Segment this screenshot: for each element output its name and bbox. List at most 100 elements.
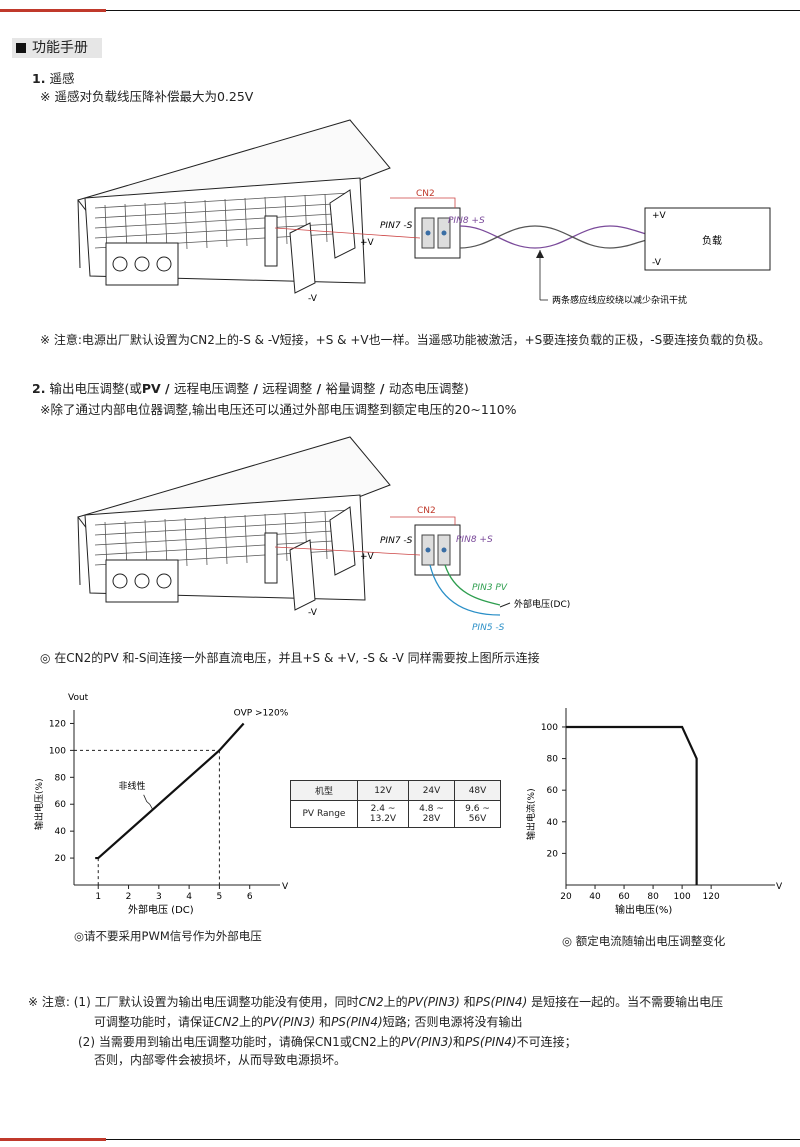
note1-text: 是短接在一起的。当不需要输出电压 — [527, 995, 724, 1009]
cn2-connector-1 — [414, 207, 461, 259]
y-tick-label: 60 — [55, 800, 67, 810]
bottom-rule — [0, 1139, 800, 1140]
s2-number: 2. — [32, 381, 46, 396]
series-line — [566, 725, 698, 885]
s1-footnote: ※ 注意:电源出厂默认设置为CN2上的-S & -V短接，+S & +V也一样。… — [40, 333, 771, 347]
callout-line — [274, 227, 421, 239]
chart1-caption: ◎请不要采用PWM信号作为外部电压 — [74, 929, 262, 943]
minus-v-label: -V — [308, 294, 318, 304]
x-tick-label: 80 — [647, 892, 659, 902]
x-unit-label: V — [282, 882, 289, 892]
y-tick-label: 20 — [547, 849, 559, 859]
s2-title-part: / — [375, 381, 389, 396]
note2-number: (2) — [78, 1035, 95, 1049]
table-row: PV Range 2.4 ~ 13.2V 4.8 ~ 28V 9.6 ~ 56V — [290, 800, 501, 828]
x-unit-label: V — [776, 882, 783, 892]
note1-text: PS(PIN4) — [475, 995, 528, 1009]
plus-v-label: +V — [360, 552, 375, 562]
x-tick-label: 60 — [618, 892, 630, 902]
pin8-label: PIN8 +S — [456, 535, 493, 545]
psu-illustration-1 — [77, 119, 391, 294]
note1-text: 可调整功能时，请保证 — [94, 1015, 215, 1029]
note2-text: PS(PIN4) — [465, 1035, 517, 1049]
nonlinear-annotation: 非线性 — [119, 780, 146, 792]
vout-vs-external-voltage-chart: Vout 输出电压(%) 外部电压 (DC) V 204060801001201… — [33, 693, 289, 916]
cn2-label: CN2 — [416, 189, 435, 199]
pv-wire — [444, 564, 501, 606]
section-header: 功能手册 — [12, 38, 102, 58]
x-tick-label: 5 — [217, 892, 223, 902]
y-tick-label: 80 — [55, 773, 67, 783]
note1-number: (1) — [73, 995, 91, 1009]
x-axis-label: 外部电压 (DC) — [128, 903, 194, 916]
y-axis-label: 输出电流(%) — [525, 788, 537, 840]
table-cell: 2.4 ~ 13.2V — [357, 800, 409, 828]
note1-line2: 可调整功能时，请保证CN2上的PV(PIN3) 和PS(PIN4)短路; 否则电… — [94, 1013, 523, 1030]
pin7-label: PIN7 -S — [380, 221, 413, 231]
y-tick-label: 40 — [547, 818, 559, 828]
note1-text: 工厂默认设置为输出电压调整功能没有使用，同时 — [94, 995, 359, 1009]
pin8-label: PIN8 +S — [448, 216, 485, 226]
note1-text: 上的 — [383, 995, 408, 1009]
callout-line — [390, 197, 456, 208]
psu-illustration-2 — [77, 436, 391, 611]
y-tick-label: 100 — [541, 723, 558, 733]
ovp-annotation: OVP >120% — [234, 708, 289, 718]
y-top-label: Vout — [68, 693, 89, 703]
x-tick-label: 3 — [156, 892, 162, 902]
cn2-connector-2 — [414, 524, 461, 576]
note1-text: PV(PIN3) — [407, 995, 460, 1009]
x-tick-label: 1 — [95, 892, 101, 902]
table-cell: PV Range — [290, 800, 358, 828]
table-header-cell: 48V — [454, 780, 501, 801]
notes-block: ※ 注意: (1) 工厂默认设置为输出电压调整功能没有使用，同时CN2上的PV(… — [28, 993, 723, 1010]
note2-text: 不可连接； — [516, 1035, 577, 1049]
load-box — [644, 207, 771, 271]
voltage-adjust-diagram: CN2 PIN7 -S PIN8 +S +V -V PIN3 PV PIN5 -… — [77, 436, 570, 633]
bottom-accent-bar — [0, 1138, 106, 1141]
pin3-label: PIN3 PV — [472, 583, 508, 593]
load-minus-label: -V — [652, 258, 662, 268]
note1-text: 上的 — [239, 1015, 264, 1029]
note1-text: PS(PIN4) — [331, 1015, 383, 1029]
table-cell: 4.8 ~ 28V — [408, 800, 455, 828]
note2-text: PV(PIN3) — [400, 1035, 454, 1049]
x-tick-label: 120 — [703, 892, 720, 902]
s2-note: ※除了通过内部电位器调整,输出电压还可以通过外部电压调整到额定电压的20~110… — [40, 402, 517, 417]
note1-text: 和 — [315, 1015, 332, 1029]
table-header-cell: 12V — [357, 780, 409, 801]
note1-text: 短路; 否则电源将没有输出 — [382, 1015, 523, 1029]
note1-text: PV(PIN3) — [263, 1015, 316, 1029]
y-tick-label: 20 — [55, 854, 67, 864]
y-tick-label: 100 — [49, 746, 66, 756]
minus-v-label: -V — [308, 608, 318, 618]
s1-title: 遥感 — [49, 71, 75, 86]
s2-title-part: PV / — [141, 381, 174, 396]
x-axis-label: 输出电压(%) — [615, 903, 672, 916]
top-accent-bar — [0, 9, 106, 12]
s2-title-part: / — [312, 381, 326, 396]
note1-text: CN2 — [358, 995, 384, 1009]
y-tick-label: 60 — [547, 786, 559, 796]
pv-range-table: 机型 12V 24V 48V PV Range 2.4 ~ 13.2V 4.8 … — [290, 780, 501, 828]
x-tick-label: 2 — [126, 892, 132, 902]
section-title: 功能手册 — [32, 40, 88, 56]
s1-note: ※ 遥感对负载线压降补偿最大为0.25V — [40, 89, 254, 104]
s2-heading: 2. 输出电压调整(或PV / 远程电压调整 / 远程调整 / 裕量调整 / 动… — [32, 378, 469, 397]
s1-heading: 1. 遥感 — [32, 68, 74, 87]
table-header-cell: 机型 — [290, 780, 358, 801]
notes-prefix: ※ 注意: — [28, 995, 70, 1009]
s2-title-part: 远程调整 — [262, 381, 313, 396]
plus-v-label: +V — [360, 238, 375, 248]
cn2-label: CN2 — [417, 506, 436, 516]
y-tick-label: 40 — [55, 827, 67, 837]
pin5-label: PIN5 -S — [472, 623, 505, 633]
load-label: 负载 — [702, 234, 722, 247]
note1-text: 和 — [459, 995, 476, 1009]
s2-footnote: ◎ 在CN2的PV 和-S间连接一外部直流电压，并且+S & +V, -S & … — [40, 651, 540, 665]
y-tick-label: 80 — [547, 755, 559, 765]
s2-title-part: ) — [463, 381, 469, 396]
chart2-caption: ◎ 额定电流随输出电压调整变化 — [562, 934, 726, 948]
s2-title-part: 裕量调整 — [325, 381, 376, 396]
